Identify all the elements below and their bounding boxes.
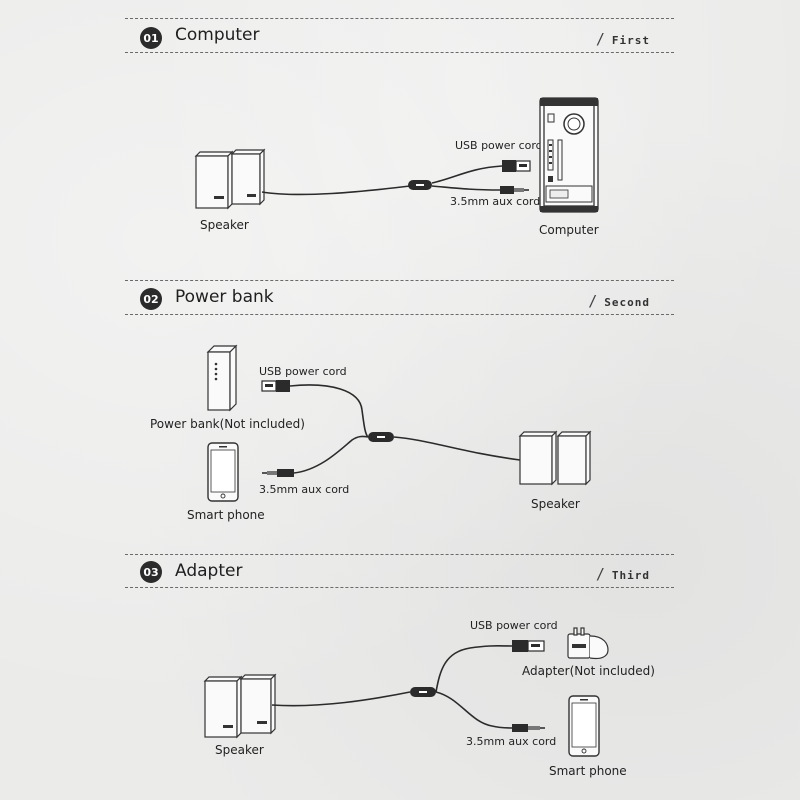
smart-phone-icon — [568, 695, 600, 757]
usb-cord-label: USB power cord — [455, 139, 543, 152]
section-top-divider — [125, 18, 674, 19]
power-bank-icon — [206, 344, 238, 412]
section-bottom-divider — [125, 52, 674, 53]
usb-cord-label: USB power cord — [470, 619, 558, 632]
section-top-divider — [125, 280, 674, 281]
usb-cord-label: USB power cord — [259, 365, 347, 378]
power-bank-label: Power bank(Not included) — [150, 417, 305, 431]
section-power-bank: 02 Power bank /Second Power bank(Not inc… — [0, 270, 800, 540]
section-order-label: /Second — [588, 292, 650, 310]
usb-plug-icon — [502, 160, 516, 172]
power-adapter-icon — [567, 627, 609, 660]
speaker-label: Speaker — [531, 497, 580, 511]
aux-plug-icon — [262, 472, 267, 474]
aux-cord-label: 3.5mm aux cord — [466, 735, 557, 748]
section-adapter: 03 Adapter /Third Speaker — [0, 540, 800, 800]
section-title: Adapter — [175, 561, 243, 581]
section-number-badge: 01 — [140, 27, 162, 49]
section-title: Power bank — [175, 287, 274, 307]
speaker-pair-icon — [194, 148, 266, 210]
aux-plug-icon — [512, 724, 528, 732]
cable-lines — [261, 380, 521, 477]
section-bottom-divider — [125, 314, 674, 315]
smart-phone-label: Smart phone — [187, 508, 265, 522]
speaker-label: Speaker — [200, 218, 249, 232]
smart-phone-icon — [207, 442, 239, 502]
aux-plug-icon — [500, 186, 514, 194]
aux-cord-label: 3.5mm aux cord — [450, 195, 541, 208]
section-order-label: /First — [595, 30, 650, 48]
cable-lines — [261, 160, 531, 196]
speaker-pair-icon — [203, 673, 277, 739]
aux-cord-label: 3.5mm aux cord — [259, 483, 350, 496]
section-bottom-divider — [125, 587, 674, 588]
section-number-badge: 02 — [140, 288, 162, 310]
section-order-label: /Third — [595, 565, 650, 583]
usb-plug-icon — [512, 640, 528, 652]
section-title: Computer — [175, 25, 260, 45]
speaker-pair-icon — [518, 430, 592, 486]
section-number-badge: 03 — [140, 561, 162, 583]
adapter-label: Adapter(Not included) — [522, 664, 655, 678]
section-top-divider — [125, 554, 674, 555]
speaker-label: Speaker — [215, 743, 264, 757]
computer-tower-icon — [539, 97, 599, 213]
section-computer: 01 Computer /First Speaker — [0, 0, 800, 270]
smart-phone-label: Smart phone — [549, 764, 627, 778]
computer-label: Computer — [539, 223, 599, 237]
cable-lines — [271, 640, 545, 732]
